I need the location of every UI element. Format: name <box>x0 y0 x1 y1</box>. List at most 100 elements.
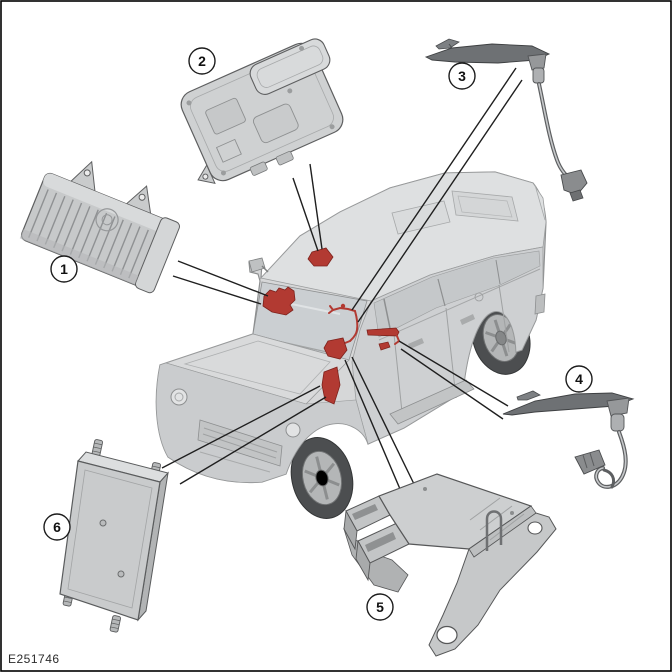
figure-id-label: E251746 <box>8 652 60 666</box>
antenna-mast <box>606 397 630 417</box>
module-base-inner <box>190 52 334 172</box>
bumper-line <box>199 451 271 473</box>
bracket-hole-right <box>138 193 146 201</box>
connector-slot-2 <box>365 532 396 552</box>
heatsink-ribs <box>28 189 149 279</box>
panel-inner-border <box>67 469 153 609</box>
headlight-left-inner <box>174 392 184 402</box>
surface-detail-1 <box>205 97 246 135</box>
leader-line-3b <box>357 79 523 323</box>
door-handle-front <box>408 338 424 349</box>
hood-crease <box>183 340 331 395</box>
mounting-flange <box>428 512 557 657</box>
callout-6-number: 6 <box>53 519 61 535</box>
highlight-fender-location-5 <box>323 337 348 360</box>
raised-housing-inner <box>256 45 324 88</box>
antenna-cable-outer <box>537 82 575 183</box>
component-4-side-antenna <box>502 390 635 489</box>
highlight-header-wire-location-3 <box>328 303 359 344</box>
component-3-roof-antenna <box>424 38 588 202</box>
leader-lines <box>161 67 523 490</box>
antenna-fin <box>516 390 541 401</box>
panel-screw-1 <box>99 519 107 527</box>
bracket-hole-left <box>83 169 91 177</box>
top-screw-2 <box>510 511 514 515</box>
leader-line-6a <box>161 385 321 469</box>
flange-hole-small <box>527 521 543 535</box>
panel-front-face <box>59 460 161 621</box>
headlight-left <box>170 388 188 406</box>
callout-3: 3 <box>448 62 476 90</box>
highlight-door-location-4 <box>366 327 401 351</box>
callout-5-number: 5 <box>376 599 384 615</box>
door-handle-rear <box>460 314 475 325</box>
beltline <box>378 268 541 341</box>
grille-slats <box>202 427 278 459</box>
fan-detail-inner <box>101 214 113 226</box>
side-mirror <box>248 257 266 273</box>
antenna-base-cylinder <box>532 67 545 84</box>
callout-4-number: 4 <box>575 371 583 387</box>
leader-line-1a <box>177 260 269 297</box>
front-roof-panel <box>391 200 451 235</box>
red-location-highlights <box>262 247 401 405</box>
surface-detail-3 <box>215 138 242 163</box>
callout-bubbles: 1 2 3 4 5 6 <box>43 47 593 621</box>
stud-top-left <box>91 439 103 457</box>
callout-4: 4 <box>565 365 593 393</box>
raised-housing <box>249 38 331 95</box>
sunroof-panel-inner <box>457 195 513 218</box>
vehicle-illustration <box>155 171 547 519</box>
module-bottom-shadow <box>19 229 139 285</box>
leader-line-1b <box>172 275 262 305</box>
callout-6: 6 <box>43 513 71 541</box>
leader-line-2a <box>292 177 319 252</box>
leader-line-2b <box>309 163 323 250</box>
roof-rear-edge <box>534 184 546 221</box>
callout-3-number: 3 <box>458 68 466 84</box>
callout-5: 5 <box>366 593 394 621</box>
module-top-strip <box>43 173 175 236</box>
component-5-control-module <box>343 473 557 657</box>
highlight-roof-location-2 <box>307 247 334 267</box>
connector-bay-2-face <box>355 539 371 582</box>
highlight-cowl-location-1 <box>262 286 296 316</box>
fuel-filler <box>474 292 484 302</box>
callout-1: 1 <box>50 255 78 283</box>
top-ribs <box>469 497 525 541</box>
connector-ribs <box>582 452 595 469</box>
callout-2: 2 <box>188 47 216 75</box>
grille <box>197 419 283 467</box>
cable-strand-2 <box>602 468 616 489</box>
antenna-cable-inner <box>595 431 627 488</box>
connector-tab-1 <box>249 161 268 176</box>
connector-bay-1-face <box>343 509 358 551</box>
stud-bottom-right <box>109 615 121 633</box>
surface-detail-2 <box>253 103 299 144</box>
connector-tab-2 <box>275 151 294 166</box>
module-end-cap <box>134 217 180 294</box>
component-2-flat-control-module <box>180 38 344 184</box>
mounting-ear-hole <box>202 173 209 180</box>
taillight <box>534 293 546 315</box>
fan-detail <box>95 208 119 232</box>
leader-line-4a <box>398 340 509 407</box>
leader-line-4b <box>400 348 504 420</box>
antenna-cable-inner <box>538 83 574 182</box>
callout-2-number: 2 <box>198 53 206 69</box>
connector-slot-1 <box>352 504 378 520</box>
antenna-fin-arm <box>448 43 453 49</box>
door-seams <box>393 284 510 423</box>
cable-connector <box>574 449 606 475</box>
leader-line-6b <box>179 396 327 485</box>
component-1-module-with-heatsink <box>19 160 180 294</box>
cable-connector <box>560 169 588 196</box>
sunroof-panel <box>451 190 519 222</box>
antenna-mast <box>527 53 547 71</box>
wire-bracket-loop <box>485 510 503 551</box>
side-step <box>389 379 475 425</box>
mirror-arm <box>261 265 269 273</box>
